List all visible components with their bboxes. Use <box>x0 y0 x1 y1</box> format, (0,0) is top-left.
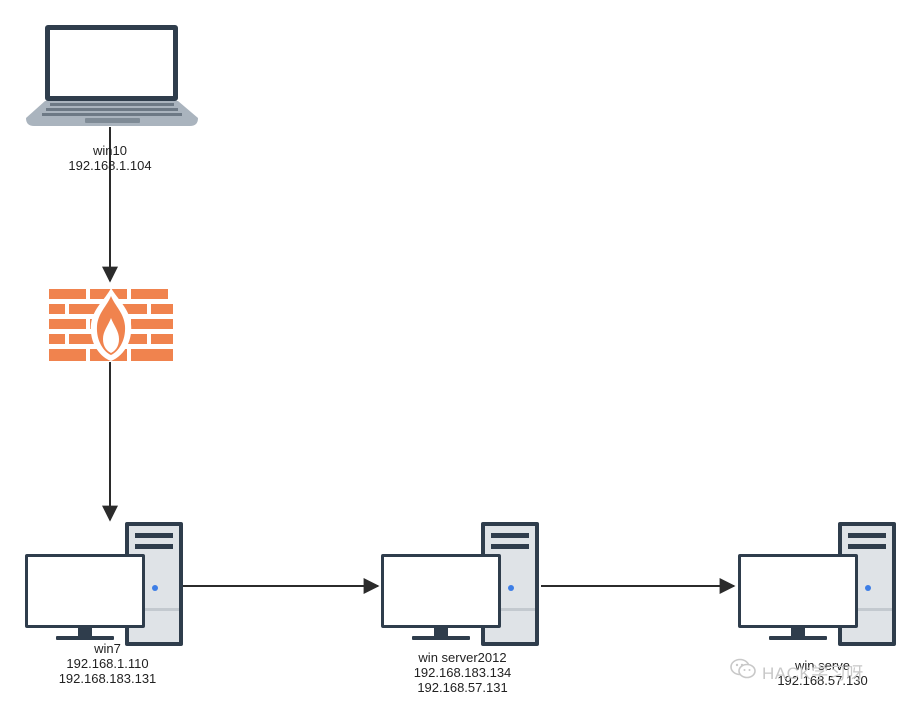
server2012-label: win server2012 192.168.183.134 192.168.5… <box>385 650 540 695</box>
watermark: HACK学习呀 <box>730 654 864 688</box>
laptop-icon <box>26 25 198 126</box>
win10-ip: 192.168.1.104 <box>68 158 152 173</box>
wechat-icon <box>730 658 756 685</box>
server2012-ip-2: 192.168.57.131 <box>417 680 508 695</box>
server2012-computer-icon <box>381 522 539 646</box>
win10-name: win10 <box>93 143 127 158</box>
server-right-name: win serve <box>795 658 850 673</box>
watermark-text: HACK学习呀 <box>762 663 864 683</box>
server-right-ip-1: 192.168.57.130 <box>777 673 868 688</box>
server-right-label: win serve 192.168.57.130 <box>745 658 900 688</box>
win7-computer-icon <box>25 522 183 646</box>
win10-label: win10 192.168.1.104 <box>40 143 180 173</box>
server2012-ip-1: 192.168.183.134 <box>413 665 512 680</box>
win7-label: win7 192.168.1.110 192.168.183.131 <box>30 641 185 686</box>
server2012-name: win server2012 <box>418 650 507 665</box>
win7-name: win7 <box>94 641 121 656</box>
win7-ip-2: 192.168.183.131 <box>58 671 157 686</box>
win7-ip-1: 192.168.1.110 <box>66 656 149 671</box>
firewall-icon <box>49 288 173 361</box>
server-right-computer-icon <box>738 522 896 646</box>
